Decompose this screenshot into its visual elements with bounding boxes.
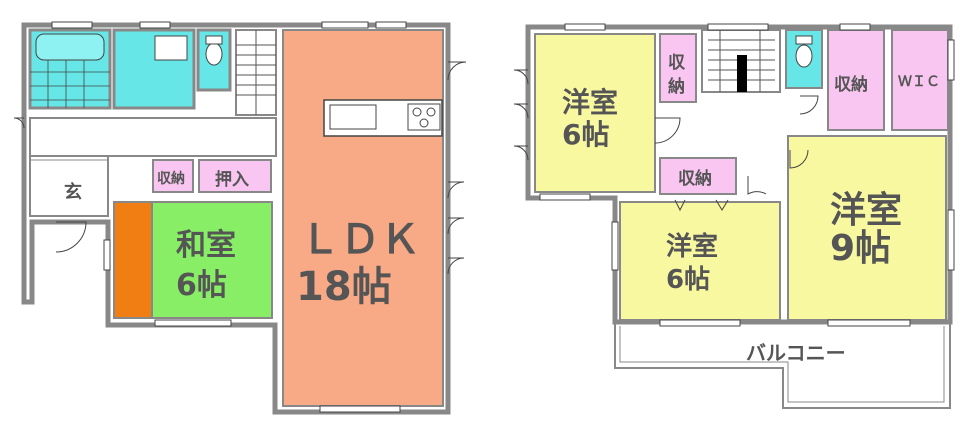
storage-2f-c [827, 29, 885, 131]
windows-2f [539, 23, 955, 327]
stairwell-void [737, 55, 747, 92]
storage-2f-a [659, 33, 697, 103]
storage-2f-c-label: 収納 [834, 74, 868, 95]
storage-2f-a-top: 収 [668, 53, 686, 73]
kitchen-sink [329, 104, 377, 130]
entrance-label: 玄 [64, 181, 82, 203]
room-nw-name: 洋室 [562, 86, 618, 119]
washitsu [151, 201, 273, 319]
closet-label: 押入 [215, 169, 249, 190]
closet-1f [198, 159, 272, 193]
room-s-size: 6帖 [666, 265, 710, 295]
toilet-tank [205, 35, 223, 45]
washitsu-name: 和室 [176, 228, 236, 263]
storage-1f [152, 159, 194, 193]
balcony [614, 322, 951, 409]
ldk-name: ＬＤＫ [300, 217, 420, 263]
ldk-size: 18帖 [296, 264, 392, 310]
storage-2f-a-bottom: 納 [668, 76, 685, 97]
room-e-size: 9帖 [830, 228, 891, 269]
ldk [282, 29, 444, 407]
bath-floor-grid [30, 60, 110, 108]
tokonoma [113, 201, 153, 319]
toilet-bowl [205, 42, 223, 66]
wic-label: ＷＩＣ [898, 74, 940, 90]
washitsu-size: 6帖 [176, 268, 227, 303]
storage-2f-d [659, 157, 737, 195]
toilet-bowl-2f [795, 44, 813, 68]
entrance [29, 155, 109, 217]
washbasin [154, 35, 188, 61]
doors-2f [513, 69, 819, 212]
western-room-s [619, 201, 781, 321]
stove-icon [407, 103, 441, 131]
storage-2f-d-label: 収納 [678, 168, 712, 189]
walk-in-closet [891, 29, 949, 131]
room-nw-size: 6帖 [562, 118, 609, 151]
windows-1f [51, 21, 407, 413]
toilet-tank-2f [795, 35, 813, 45]
doors-1f [13, 61, 467, 275]
balcony-label: バルコニー [746, 341, 846, 365]
room-e-name: 洋室 [830, 190, 902, 231]
storage-1f-label: 収納 [157, 170, 185, 187]
western-room-nw [534, 33, 656, 193]
bathtub [35, 33, 105, 61]
floor-1: 玄 収納 押入 和室 6帖 ＬＤＫ 18帖 [13, 21, 467, 415]
hallway [29, 117, 277, 157]
room-s-name: 洋室 [666, 231, 718, 262]
floor-2: バルコニー 洋室 6帖 収 納 収納 ＷＩＣ 収納 洋室 [513, 23, 955, 409]
